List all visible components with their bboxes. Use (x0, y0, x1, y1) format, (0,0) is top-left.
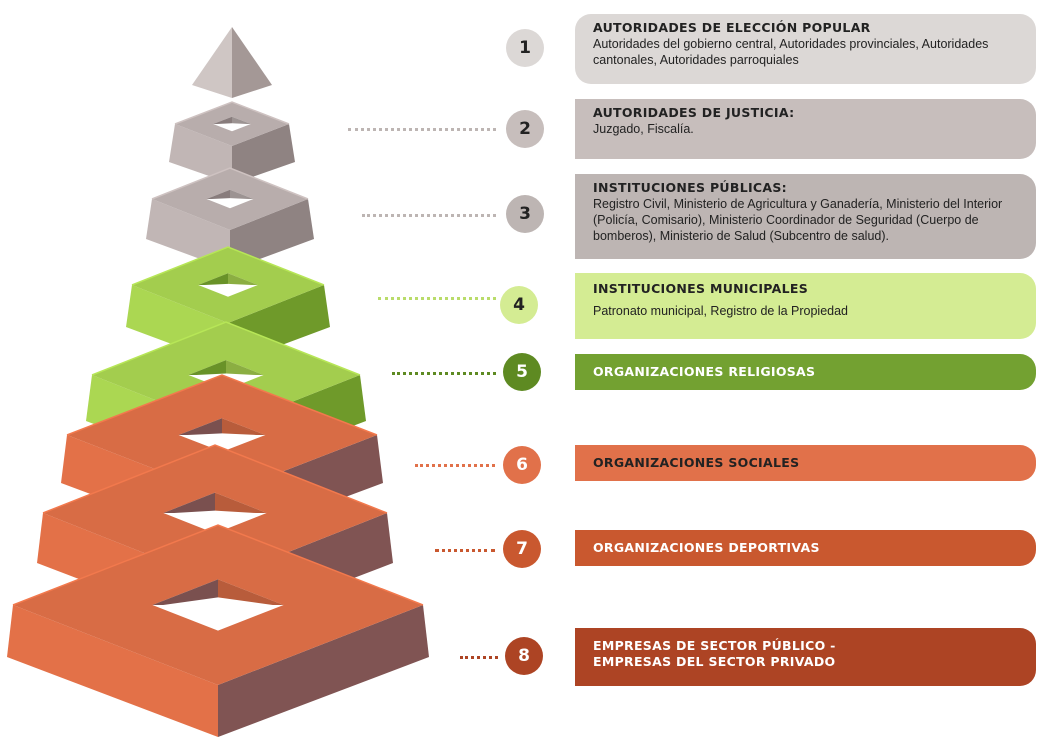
level-8-number: 8 (505, 637, 543, 675)
level-8-connector (460, 656, 498, 659)
pyramid-tier-6-rim (66, 374, 378, 436)
level-8-title: EMPRESAS DE SECTOR PÚBLICO - EMPRESAS DE… (593, 638, 836, 669)
pyramid-diagram (7, 27, 429, 737)
pyramid-tier-6-inner-wall-left (178, 418, 222, 435)
level-6-number: 6 (503, 446, 541, 484)
level-5-connector (392, 372, 496, 375)
pyramid-tier-4-inner-wall-right (228, 273, 258, 285)
pyramid-tier-7-rim (42, 444, 388, 514)
pyramid-tier-4-inner-wall-left (198, 273, 228, 285)
level-6-connector (415, 464, 495, 467)
pyramid-tier-7-inner-wall-left (163, 492, 215, 513)
pyramid-tier-6-inner-wall-right (222, 418, 266, 435)
level-1-card: AUTORIDADES DE ELECCIÓN POPULAR Autorida… (575, 14, 1036, 84)
level-4-card: INSTITUCIONES MUNICIPALES Patronato muni… (575, 273, 1036, 339)
pyramid-tier-2-left-face (169, 124, 232, 184)
pyramid-tier-4-hole (198, 273, 258, 297)
pyramid-tier-2-hole (213, 116, 251, 132)
level-3-card: INSTITUCIONES PÚBLICAS: Registro Civil, … (575, 174, 1036, 259)
level-4-number: 4 (500, 286, 538, 324)
pyramid-tier-3-inner-wall-right (230, 189, 254, 199)
pyramid-tier-8-right-face (218, 605, 429, 737)
level-2-number: 2 (506, 110, 544, 148)
level-1-title: AUTORIDADES DE ELECCIÓN POPULAR (593, 20, 871, 35)
pyramid-tier-3-left-face (146, 199, 230, 270)
level-7-number: 7 (503, 530, 541, 568)
pyramid-tier-2-rim (174, 101, 290, 125)
level-2-description: Juzgado, Fiscalía. (593, 122, 694, 136)
level-5-number: 5 (503, 353, 541, 391)
pyramid-tier-4-rim (131, 246, 325, 286)
level-2-title: AUTORIDADES DE JUSTICIA: (593, 105, 795, 120)
level-3-title: INSTITUCIONES PÚBLICAS: (593, 180, 787, 195)
level-1-number: 1 (506, 29, 544, 67)
pyramid-tier-2-right-face (232, 124, 295, 184)
pyramid-tier-7-inner-wall-right (215, 492, 267, 513)
level-6-title: ORGANIZACIONES SOCIALES (593, 455, 800, 470)
level-7-connector (435, 549, 495, 552)
pyramid-tier-2-inner-wall-right (232, 116, 251, 124)
pyramid-tier-8-rim (12, 524, 424, 606)
level-3-number: 3 (506, 195, 544, 233)
level-2-card: AUTORIDADES DE JUSTICIA: Juzgado, Fiscal… (575, 99, 1036, 159)
level-1-description: Autoridades del gobierno central, Autori… (593, 37, 989, 67)
pyramid-tier-5-rim (91, 321, 361, 376)
level-7-card: ORGANIZACIONES DEPORTIVAS (575, 530, 1036, 566)
pyramid-tier-3-inner-wall-left (206, 189, 230, 199)
pyramid-tier-5-inner-wall-right (226, 360, 264, 375)
level-5-card: ORGANIZACIONES RELIGIOSAS (575, 354, 1036, 390)
pyramid-tier-8-inner-wall-left (152, 579, 218, 605)
level-4-connector (378, 297, 496, 300)
pyramid-apex-right (232, 27, 272, 98)
level-3-connector (362, 214, 496, 217)
level-4-description: Patronato municipal, Registro de la Prop… (593, 304, 849, 318)
pyramid-tier-3-rim (151, 167, 309, 200)
pyramid-tier-2-inner-wall-left (213, 116, 232, 124)
level-7-title: ORGANIZACIONES DEPORTIVAS (593, 540, 820, 555)
pyramid-tier-5-inner-wall-left (188, 360, 226, 375)
pyramid-tier-8-inner-wall-right (218, 579, 284, 605)
level-4-title: INSTITUCIONES MUNICIPALES (593, 281, 808, 296)
pyramid-apex-left (192, 27, 232, 98)
level-5-title: ORGANIZACIONES RELIGIOSAS (593, 364, 816, 379)
pyramid-tier-8-left-face (7, 605, 218, 737)
level-6-card: ORGANIZACIONES SOCIALES (575, 445, 1036, 481)
level-2-connector (348, 128, 496, 131)
level-3-description: Registro Civil, Ministerio de Agricultur… (593, 197, 1003, 243)
pyramid-tier-3-right-face (230, 199, 314, 270)
level-8-card: EMPRESAS DE SECTOR PÚBLICO - EMPRESAS DE… (575, 628, 1036, 686)
